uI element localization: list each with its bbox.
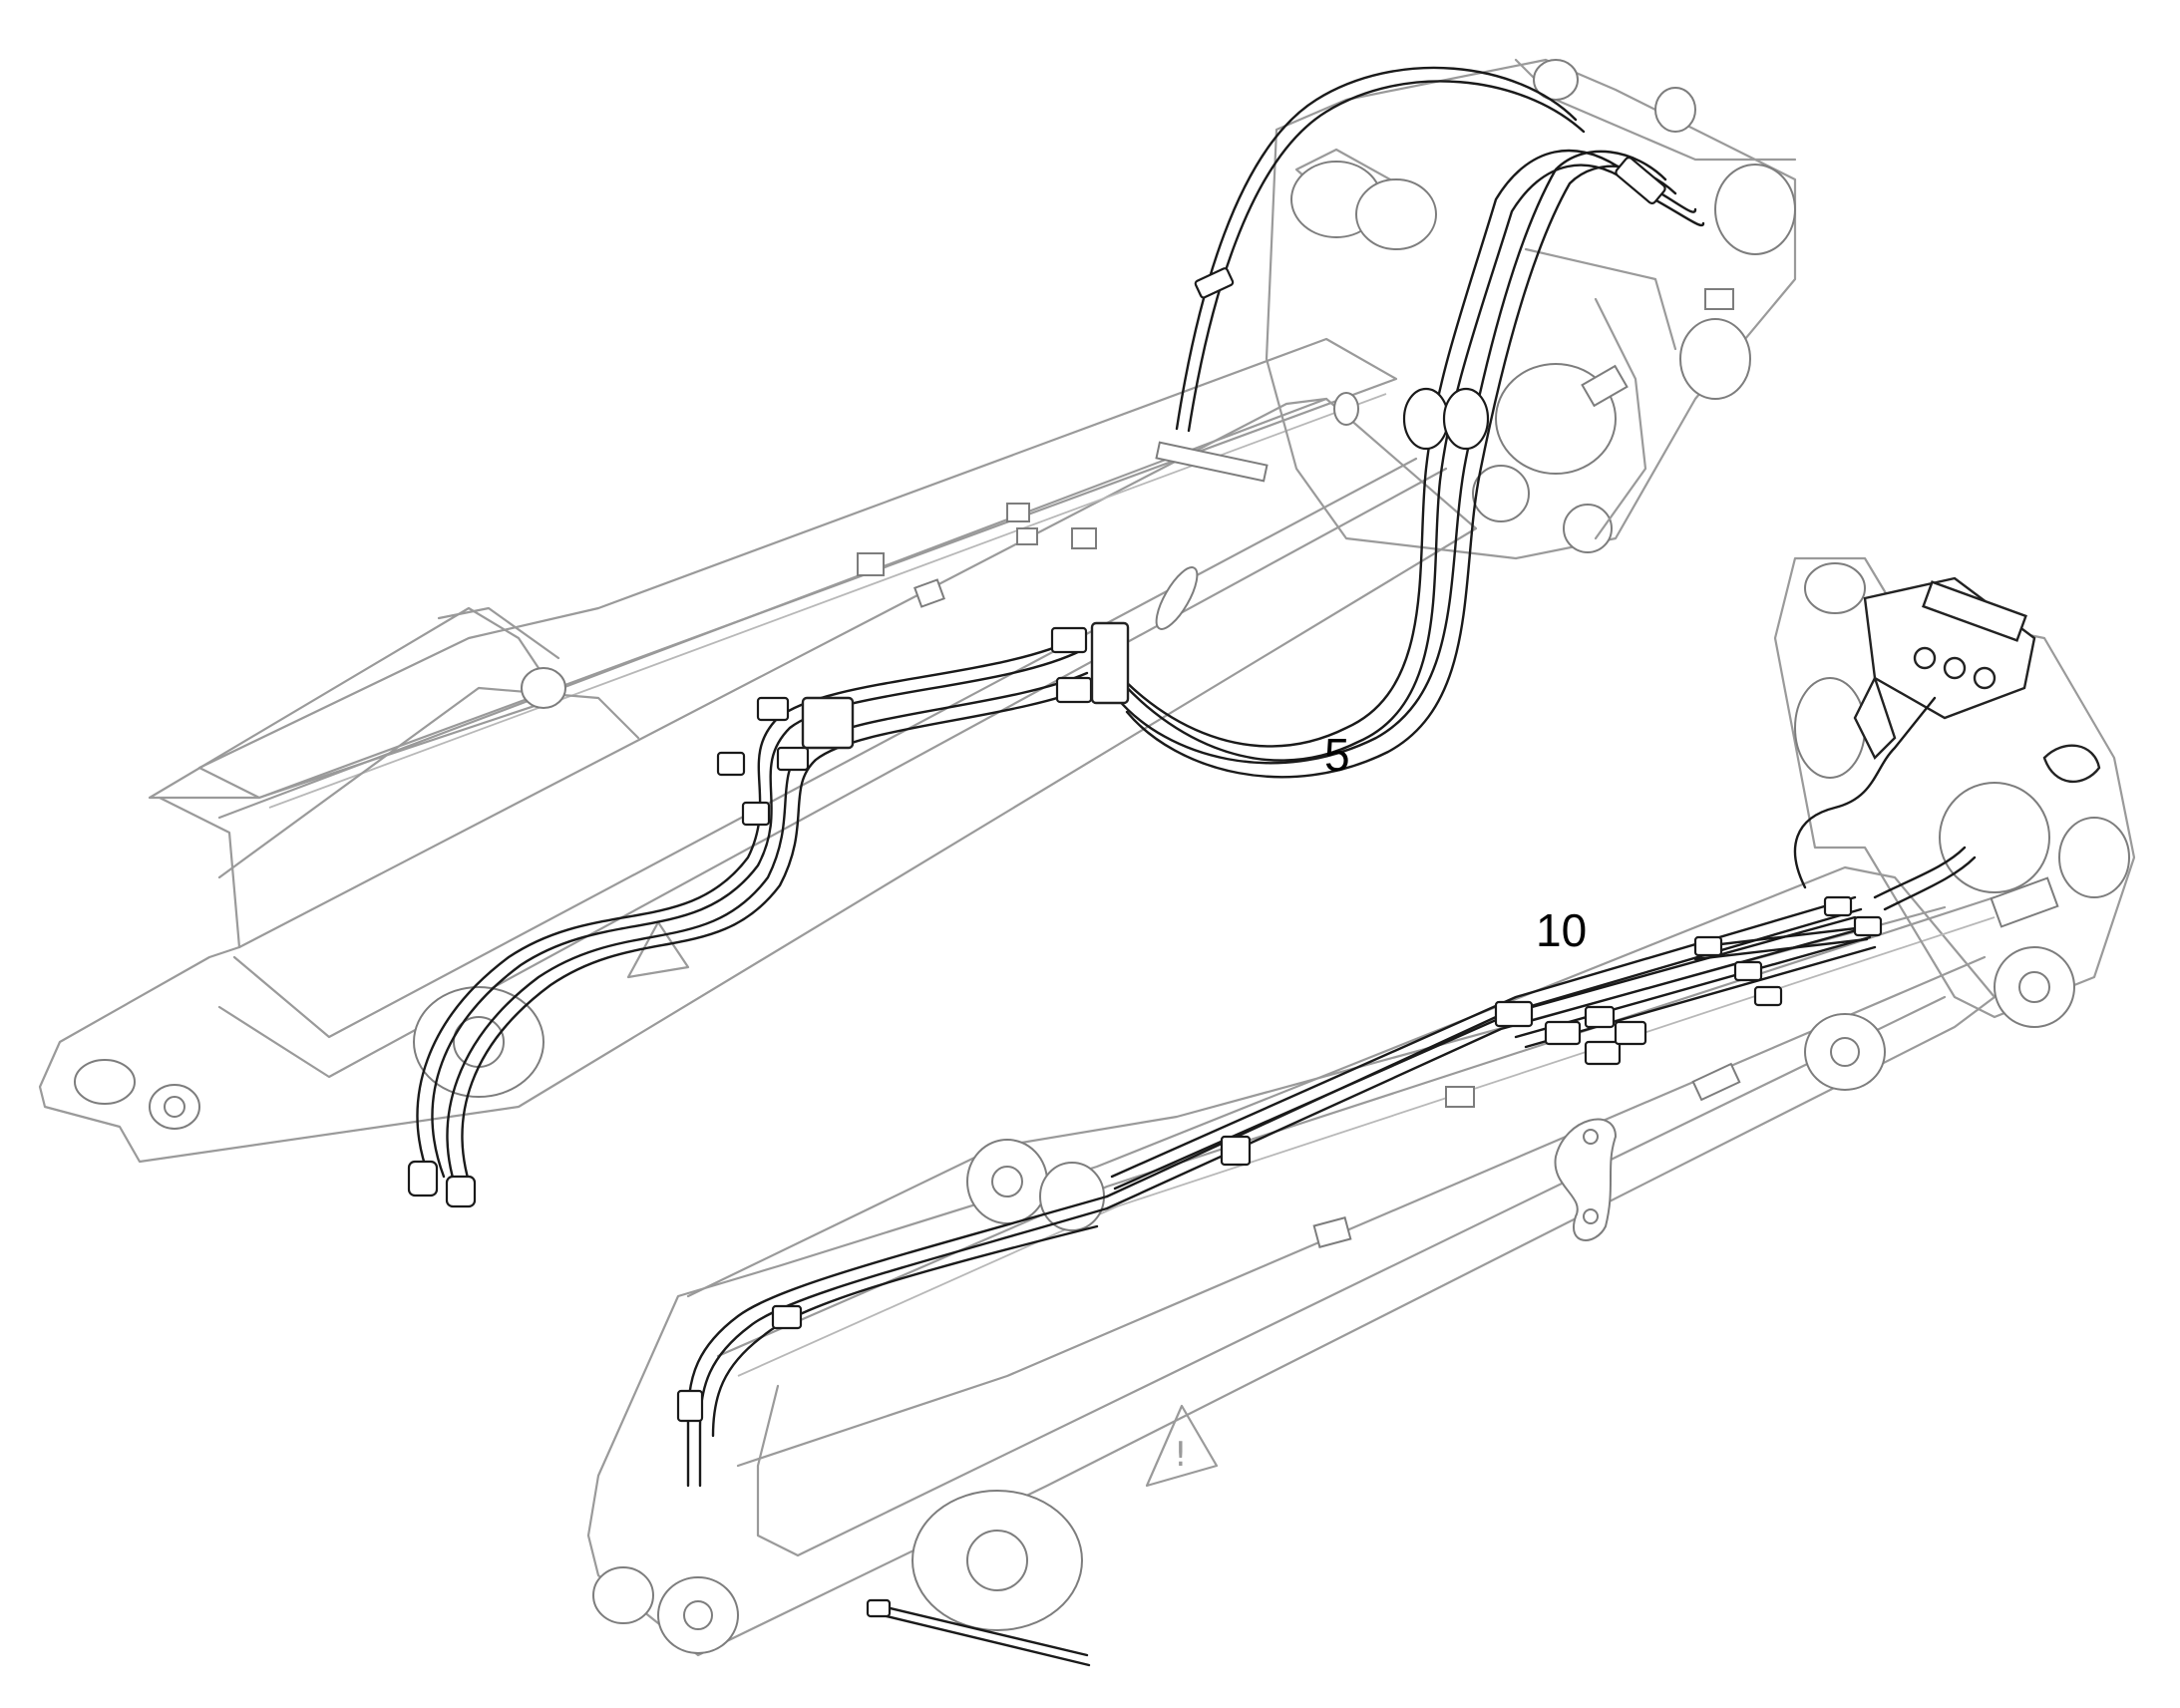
callout-label-5: 5 bbox=[1324, 729, 1350, 781]
lower-boom-arm: ! bbox=[586, 556, 2136, 1657]
upper-boom-arm bbox=[38, 58, 1797, 1164]
lower-hose-assembly bbox=[676, 696, 1977, 1667]
callout-label-10: 10 bbox=[1536, 904, 1588, 956]
upper-hose-assembly bbox=[407, 66, 1705, 1208]
svg-text:!: ! bbox=[1174, 1435, 1188, 1475]
